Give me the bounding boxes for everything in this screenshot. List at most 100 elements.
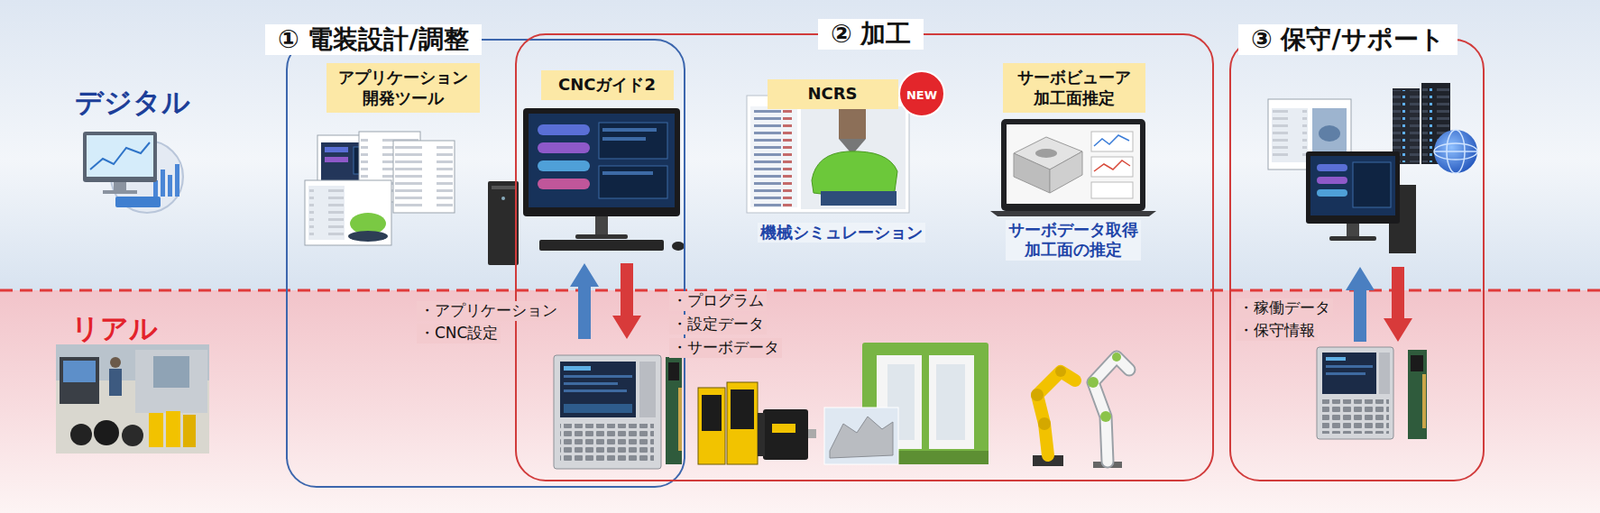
download-arrow [1383,266,1413,342]
label-holder: ・稼働データ [1235,298,1334,318]
laptop [1091,156,1133,177]
control-board [665,357,682,465]
globe [1434,143,1478,160]
tool-name: アプリケーション 開発ツール [338,67,469,109]
laptop [1094,160,1131,172]
laptop [1091,131,1133,152]
area-heading: リアル [68,311,161,347]
factory-photo [121,424,144,447]
servo-motor [757,413,765,457]
upload-arrow [1345,266,1375,342]
cnc-guide-monitor [537,160,590,172]
collaborative-robot [1093,357,1130,462]
control-board [1407,349,1427,440]
ncrs-screenshot [820,191,897,206]
upload-arrow [570,263,599,340]
servo-amplifier [698,387,726,465]
support-pc [1310,156,1396,216]
ncrs-screenshot [838,138,866,152]
flow-item: ・稼働データ [1235,298,1334,318]
workpiece [829,416,893,459]
region-title: ③ 保守/サポート [1238,24,1458,56]
laptop [1091,182,1133,199]
cnc-guide-monitor [602,171,653,175]
factory-photo [63,360,96,383]
factory-photo [55,344,210,454]
support-pc [1352,162,1391,208]
cnc-guide-monitor [602,128,657,132]
cnc-guide-monitor [575,234,628,240]
ncrs-screenshot [750,106,798,208]
cnc-controller [1322,399,1389,434]
control-board [1407,349,1427,440]
digital-icon [82,131,157,183]
servo-motor [772,423,796,433]
cnc-guide-monitor [602,137,646,141]
ncrs-screenshot [811,151,898,197]
servo-motor [763,409,809,460]
factory-photo [148,413,164,448]
collaborative-robot [1087,377,1099,388]
support-screens [1271,108,1308,163]
factory-photo [93,420,120,446]
support-pc [1305,151,1400,224]
cnc-guide-monitor [595,216,608,237]
workpiece [824,407,899,465]
support-pc [1329,236,1377,241]
flow-item: ・サーボデータ [669,338,782,358]
label-holder: 機械シミュレーション [757,222,926,244]
cnc-guide-monitor [537,124,590,136]
cnc-guide-monitor [671,241,685,251]
software-screenshots [309,187,344,239]
globe [1434,129,1478,174]
factory-photo [55,344,210,454]
digital-icon [82,131,184,213]
label-holder: ・保守情報 [1235,321,1318,341]
badge-text: NEW [903,88,940,103]
digital-icon [174,164,180,197]
servo-amplifier [730,389,755,430]
tool-name: サーボビューア 加工面推定 [1017,67,1132,109]
laptop [990,119,1157,217]
digital-icon [115,196,161,208]
cnc-controller [553,355,662,469]
laptop [1049,151,1083,194]
cnc-controller [563,404,633,414]
laptop [1006,124,1141,204]
digital-icon [167,174,173,197]
flow-item: ・保守情報 [1235,321,1318,341]
collaborative-robot [1112,352,1122,362]
download-arrow [1383,266,1413,342]
cnc-guide-monitor [528,113,675,208]
tool-tag: アプリケーション 開発ツール [326,63,480,113]
cnc-controller [560,361,636,418]
factory-photo [135,349,208,414]
industrial-robot [1038,417,1051,431]
cnc-controller [560,423,654,462]
cnc-controller [1322,352,1377,395]
flow-item: ・アプリケーション [416,301,561,321]
globe [1434,129,1478,174]
ncrs-screenshot [838,106,866,139]
digital-icon [86,135,154,177]
factory-photo [165,411,181,448]
laptop [990,211,1157,217]
feature-caption: 機械シミュレーション [757,222,926,244]
software-screenshots [324,147,349,153]
cnc-guide-monitor [523,108,681,217]
factory-photo [109,368,122,396]
software-screenshots [324,156,349,163]
cnc-controller [1316,347,1394,440]
control-board [665,357,682,465]
ncrs-screenshot [746,95,910,213]
cnc-controller [563,389,627,393]
label-holder: ・プログラム [669,291,767,311]
industrial-robot [1030,388,1044,402]
support-screens [1312,108,1347,154]
collaborative-robot [1093,357,1130,462]
cnc-controller [563,382,618,386]
laptop [1001,119,1146,212]
